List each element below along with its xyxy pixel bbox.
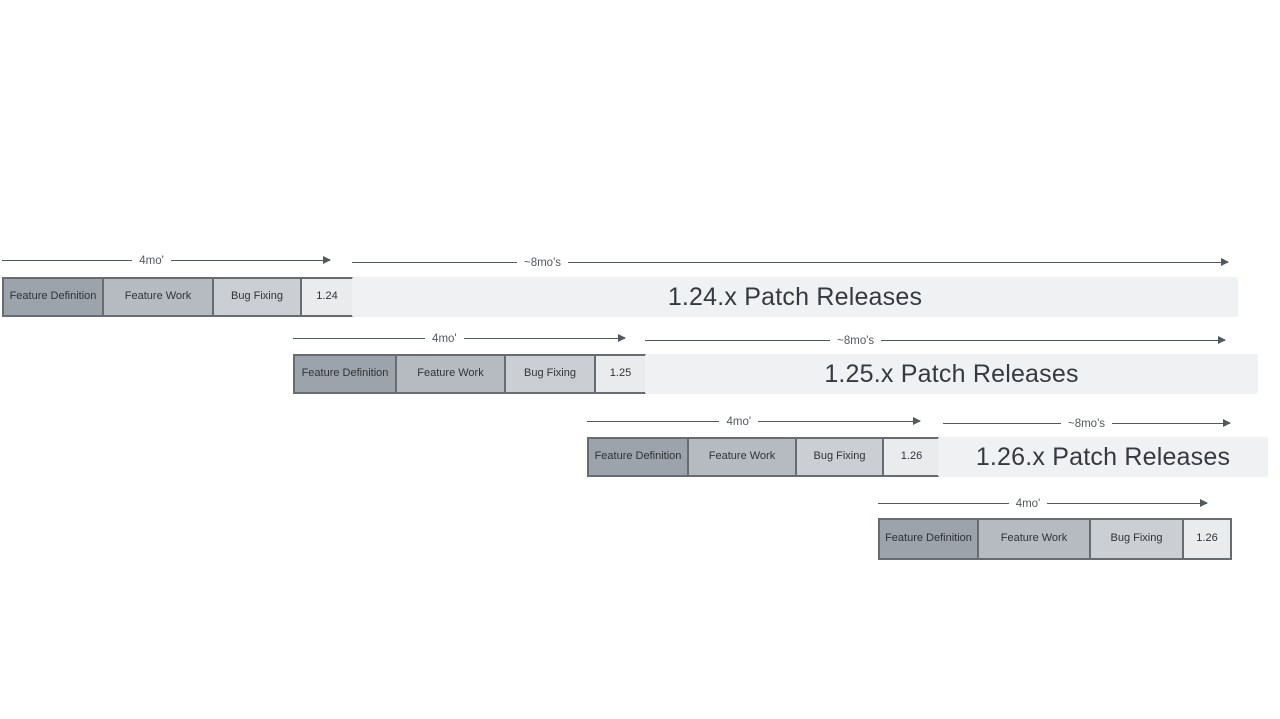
release-cycle-phases: Feature Definition Feature Work Bug Fixi… bbox=[587, 437, 941, 477]
patch-duration-arrow: ~8mo's bbox=[943, 415, 1231, 431]
patch-duration-arrow: ~8mo's bbox=[645, 332, 1226, 348]
arrow-line bbox=[645, 339, 831, 341]
phase-feature-work: Feature Work bbox=[687, 439, 795, 475]
phase-feature-definition: Feature Definition bbox=[295, 356, 395, 392]
patch-releases-bar: 1.25.x Patch Releases bbox=[645, 354, 1258, 394]
phase-bug-fixing: Bug Fixing bbox=[1089, 520, 1182, 558]
arrowhead-icon bbox=[881, 335, 1226, 344]
phase-feature-work: Feature Work bbox=[395, 356, 504, 392]
patch-releases-bar: 1.26.x Patch Releases bbox=[938, 437, 1268, 477]
cycle-duration-label: 4mo' bbox=[139, 255, 164, 267]
cycle-duration-arrow: 4mo' bbox=[587, 413, 921, 429]
arrowhead-icon bbox=[1112, 418, 1231, 427]
cycle-duration-label: 4mo' bbox=[1015, 498, 1041, 510]
phase-bug-fixing: Bug Fixing bbox=[795, 439, 882, 475]
arrowhead-icon bbox=[568, 257, 1229, 266]
cycle-duration-arrow: 4mo' bbox=[878, 495, 1208, 511]
phase-bug-fixing: Bug Fixing bbox=[504, 356, 594, 392]
version-box: 1.26 bbox=[882, 439, 939, 475]
cycle-duration-arrow: 4mo' bbox=[2, 252, 332, 268]
phase-feature-definition: Feature Definition bbox=[880, 520, 977, 558]
version-box: 1.24 bbox=[300, 279, 352, 315]
version-box: 1.26 bbox=[1182, 520, 1230, 558]
patch-duration-label: ~8mo's bbox=[523, 257, 562, 269]
patch-duration-arrow: ~8mo's bbox=[352, 254, 1229, 270]
patch-duration-label: ~8mo's bbox=[1067, 418, 1106, 430]
arrow-line bbox=[293, 337, 426, 339]
arrow-line bbox=[352, 261, 517, 263]
arrowhead-icon bbox=[170, 255, 332, 264]
phase-feature-definition: Feature Definition bbox=[4, 279, 102, 315]
arrow-line bbox=[878, 502, 1009, 504]
arrow-line bbox=[943, 422, 1061, 424]
cycle-duration-label: 4mo' bbox=[432, 333, 457, 345]
phase-feature-work: Feature Work bbox=[102, 279, 212, 315]
cycle-duration-label: 4mo' bbox=[726, 416, 752, 428]
arrowhead-icon bbox=[463, 333, 627, 342]
release-cycle-phases: Feature Definition Feature Work Bug Fixi… bbox=[293, 354, 647, 394]
version-box: 1.25 bbox=[594, 356, 645, 392]
arrow-line bbox=[587, 420, 720, 422]
release-cycle-phases: Feature Definition Feature Work Bug Fixi… bbox=[2, 277, 354, 317]
phase-bug-fixing: Bug Fixing bbox=[212, 279, 300, 315]
patch-releases-bar: 1.24.x Patch Releases bbox=[352, 277, 1238, 317]
arrowhead-icon bbox=[758, 416, 921, 425]
arrowhead-icon bbox=[1047, 498, 1208, 507]
patch-duration-label: ~8mo's bbox=[837, 335, 875, 347]
release-cycle-phases: Feature Definition Feature Work Bug Fixi… bbox=[878, 518, 1232, 560]
arrow-line bbox=[2, 259, 133, 261]
cycle-duration-arrow: 4mo' bbox=[293, 330, 627, 346]
phase-feature-definition: Feature Definition bbox=[589, 439, 687, 475]
phase-feature-work: Feature Work bbox=[977, 520, 1089, 558]
